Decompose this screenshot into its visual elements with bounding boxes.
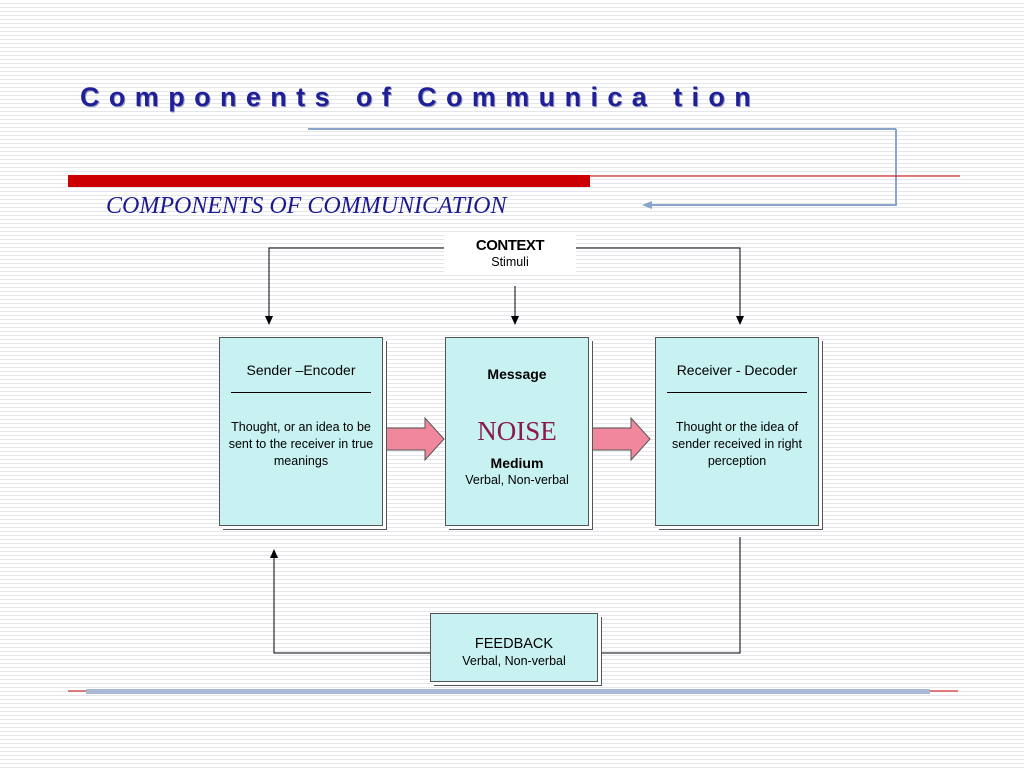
receiver-to-feedback-line [600, 537, 741, 654]
slide-title: Components of Communica tion [80, 82, 761, 112]
sender-divider [231, 392, 371, 393]
sender-encoder-box: Sender –Encoder Thought, or an idea to b… [219, 337, 383, 526]
message-label: Message [487, 366, 547, 382]
receiver-description: Thought or the idea of sender received i… [672, 420, 802, 468]
feedback-types: Verbal, Non-verbal [462, 654, 566, 668]
feedback-box: FEEDBACK Verbal, Non-verbal [430, 613, 598, 682]
context-to-sender-arrow [265, 247, 444, 325]
feedback-label: FEEDBACK [474, 636, 554, 652]
receiver-label: Receiver - Decoder [676, 362, 798, 378]
receiver-decoder-box: Receiver - Decoder Thought or the idea o… [655, 337, 819, 526]
red-accent-bar [68, 175, 590, 187]
medium-label: Medium [490, 455, 544, 471]
sender-description: Thought, or an idea to be sent to the re… [228, 420, 374, 468]
context-label: CONTEXT Stimuli [444, 233, 576, 275]
message-to-receiver-arrow [591, 416, 651, 462]
receiver-divider [667, 392, 807, 393]
title-bracket-arrowhead [642, 201, 652, 209]
medium-types: Verbal, Non-verbal [465, 473, 569, 487]
feedback-to-sender-arrow [270, 549, 430, 654]
context-stimuli: Stimuli [491, 255, 529, 269]
footer-blue-bar [86, 689, 930, 694]
title-bracket-connector [652, 129, 897, 206]
sender-to-message-arrow [385, 416, 445, 462]
context-to-receiver-arrow [576, 247, 744, 325]
message-box: Message NOISE Medium Verbal, Non-verbal [445, 337, 589, 526]
sender-label: Sender –Encoder [246, 362, 356, 378]
diagram-heading: COMPONENTS OF COMMUNICATION [106, 193, 507, 219]
context-title: CONTEXT [475, 237, 545, 254]
noise-label: NOISE [477, 416, 557, 446]
